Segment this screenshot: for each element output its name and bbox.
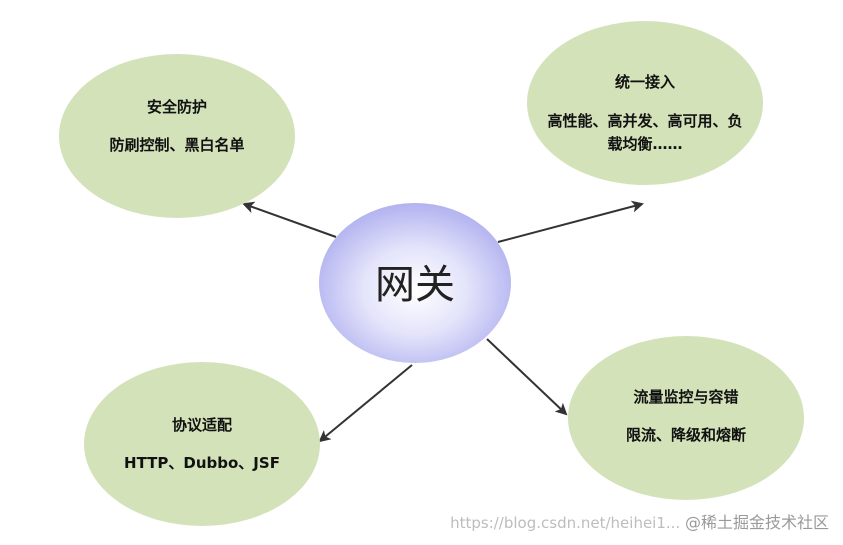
arrow-to-security	[242, 201, 337, 238]
watermark-brand: @稀土掘金技术社区	[684, 513, 829, 532]
node-access: 统一接入 高性能、高并发、高可用、负 载均衡……	[527, 21, 763, 185]
node-protocol-shape	[84, 362, 320, 526]
node-protocol-desc: HTTP、Dubbo、JSF	[124, 454, 280, 472]
node-protocol-title: 协议适配	[172, 416, 232, 434]
node-traffic: 流量监控与容错 限流、降级和熔断	[568, 336, 804, 500]
watermark-url: https://blog.csdn.net/heihei1...	[450, 514, 681, 532]
node-access-shape	[527, 21, 763, 185]
node-protocol: 协议适配 HTTP、Dubbo、JSF	[84, 362, 320, 526]
arrow-to-access	[497, 200, 644, 243]
node-traffic-shape	[568, 336, 804, 500]
node-security: 安全防护 防刷控制、黑白名单	[59, 54, 295, 218]
node-security-title: 安全防护	[147, 98, 207, 116]
node-security-desc: 防刷控制、黑白名单	[109, 136, 244, 154]
node-access-title: 统一接入	[615, 73, 675, 91]
arrow-to-protocol	[318, 364, 413, 443]
node-security-shape	[59, 54, 295, 218]
node-gateway-label: 网关	[375, 262, 455, 308]
node-gateway: 网关	[319, 203, 511, 363]
node-access-desc-line2: 载均衡……	[607, 135, 682, 153]
node-access-desc-line1: 高性能、高并发、高可用、负	[547, 112, 742, 130]
node-traffic-title: 流量监控与容错	[633, 388, 738, 406]
arrow-to-traffic	[486, 338, 568, 416]
watermark: https://blog.csdn.net/heihei1... @稀土掘金技术…	[450, 509, 829, 533]
node-traffic-desc: 限流、降级和熔断	[626, 426, 746, 444]
node-gateway-shape	[319, 203, 511, 363]
